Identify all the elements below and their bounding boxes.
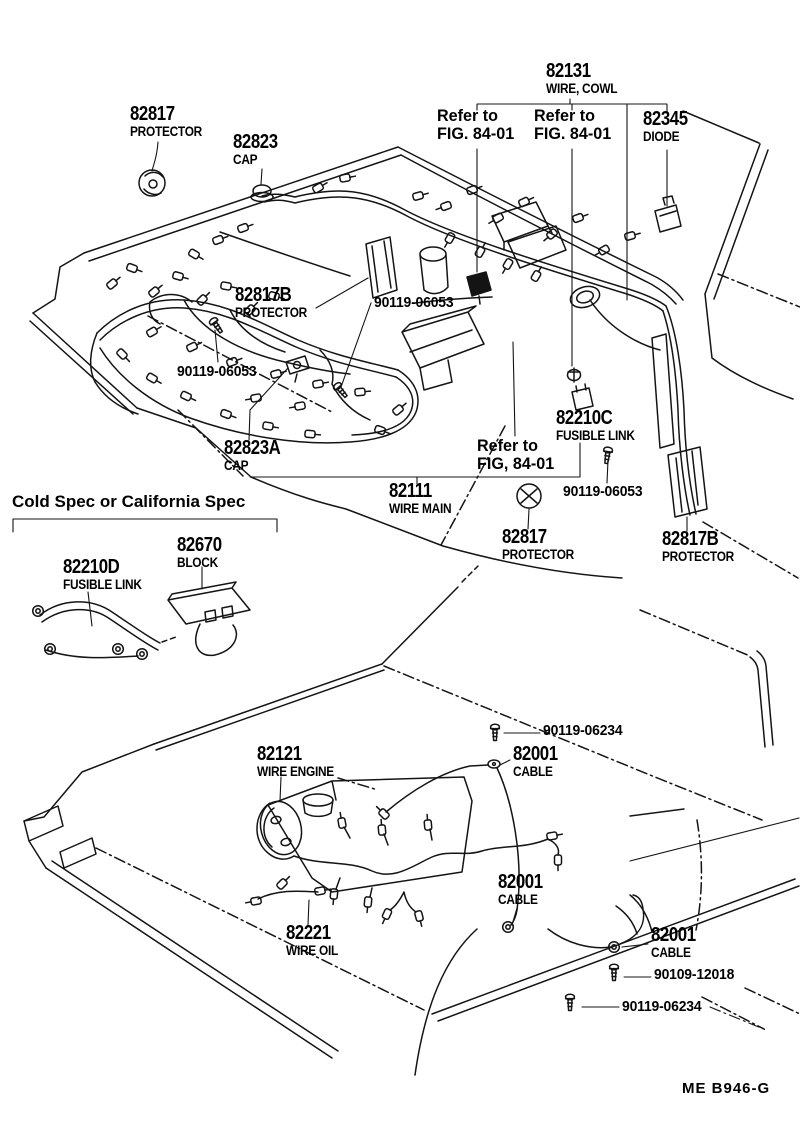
battery-cable-82001-runs <box>488 760 644 954</box>
part-label-82001-1: 82001 CABLE <box>513 743 558 779</box>
top-body-outline <box>30 111 800 578</box>
protector-channel-82817b-1 <box>366 237 397 298</box>
fusible-link-82210c-part <box>572 384 593 410</box>
part-label-82817-1: 82817 PROTECTOR <box>130 103 202 139</box>
fusible-link-82210d-part <box>31 602 176 661</box>
ecu-box <box>402 306 484 390</box>
part-label-82345: 82345 DIODE <box>643 108 688 144</box>
part-label-82111: 82111 WIRE MAIN <box>389 480 452 516</box>
cap-82823a-part <box>286 356 309 382</box>
wire-clip <box>568 368 581 382</box>
part-label-90119-06053-3: 90119-06053 <box>563 483 643 500</box>
top-leader-lines <box>152 99 687 531</box>
part-label-82817b-1: 82817B PROTECTOR <box>235 284 307 320</box>
wire-oil-82221-run <box>244 873 332 908</box>
bolt-90119-06053-2 <box>207 315 226 336</box>
bolt-90119-06234-2 <box>564 993 576 1012</box>
part-label-82817b-2: 82817B PROTECTOR <box>662 528 734 564</box>
bolt-90119-06234-1 <box>489 723 501 742</box>
relay-blocks <box>492 202 566 268</box>
round-connector <box>568 283 603 311</box>
part-label-90119-06053-2: 90119-06053 <box>177 363 257 380</box>
black-connector <box>467 272 491 304</box>
cold-spec-inset <box>13 519 277 661</box>
cap-82823 <box>251 185 273 202</box>
part-label-82817-2: 82817 PROTECTOR <box>502 526 574 562</box>
section-note-cold-spec: Cold Spec or California Spec <box>12 492 246 511</box>
part-label-82823a: 82823A CAP <box>224 437 281 473</box>
part-label-82670: 82670 BLOCK <box>177 534 222 570</box>
bottom-leader-lines <box>280 733 766 1030</box>
bottom-harness-wiring <box>244 723 644 1012</box>
part-label-82121: 82121 WIRE ENGINE <box>257 743 334 779</box>
part-label-90109-12018: 90109-12018 <box>654 966 735 983</box>
top-parts <box>139 170 707 517</box>
engine-block <box>268 777 472 892</box>
air-cleaner <box>255 797 308 860</box>
part-label-82001-3: 82001 CABLE <box>651 924 696 960</box>
refer-note-1: Refer to FIG. 84-01 <box>437 106 515 143</box>
diode-part-82345 <box>655 196 681 232</box>
refer-note-3: Refer to FIG, 84-01 <box>477 436 555 473</box>
protector-grommet-82817 <box>139 170 165 196</box>
part-label-82221: 82221 WIRE OIL <box>286 922 339 958</box>
protector-channel-82817b-2 <box>652 334 707 517</box>
block-82670-part <box>168 582 250 655</box>
part-label-82210d: 82210D FUSIBLE LINK <box>63 556 142 592</box>
protector-grommet-82817-2 <box>517 484 541 508</box>
bottom-body-outline <box>24 566 800 1075</box>
cylinder-reservoir <box>420 247 448 294</box>
part-label-90119-06053-1: 90119-06053 <box>374 294 454 311</box>
part-label-90119-06234-2: 90119-06234 <box>622 998 702 1015</box>
screw-90109-12018 <box>608 963 620 982</box>
part-label-82131: 82131 WIRE, COWL <box>546 60 618 96</box>
refer-note-2: Refer to FIG. 84-01 <box>534 106 612 143</box>
part-label-90119-06234-1: 90119-06234 <box>543 722 623 739</box>
part-label-82823: 82823 CAP <box>233 131 278 167</box>
part-label-82210c: 82210C FUSIBLE LINK <box>556 407 635 443</box>
figure-code: ME B946-G <box>682 1080 771 1097</box>
part-label-82001-2: 82001 CABLE <box>498 871 543 907</box>
